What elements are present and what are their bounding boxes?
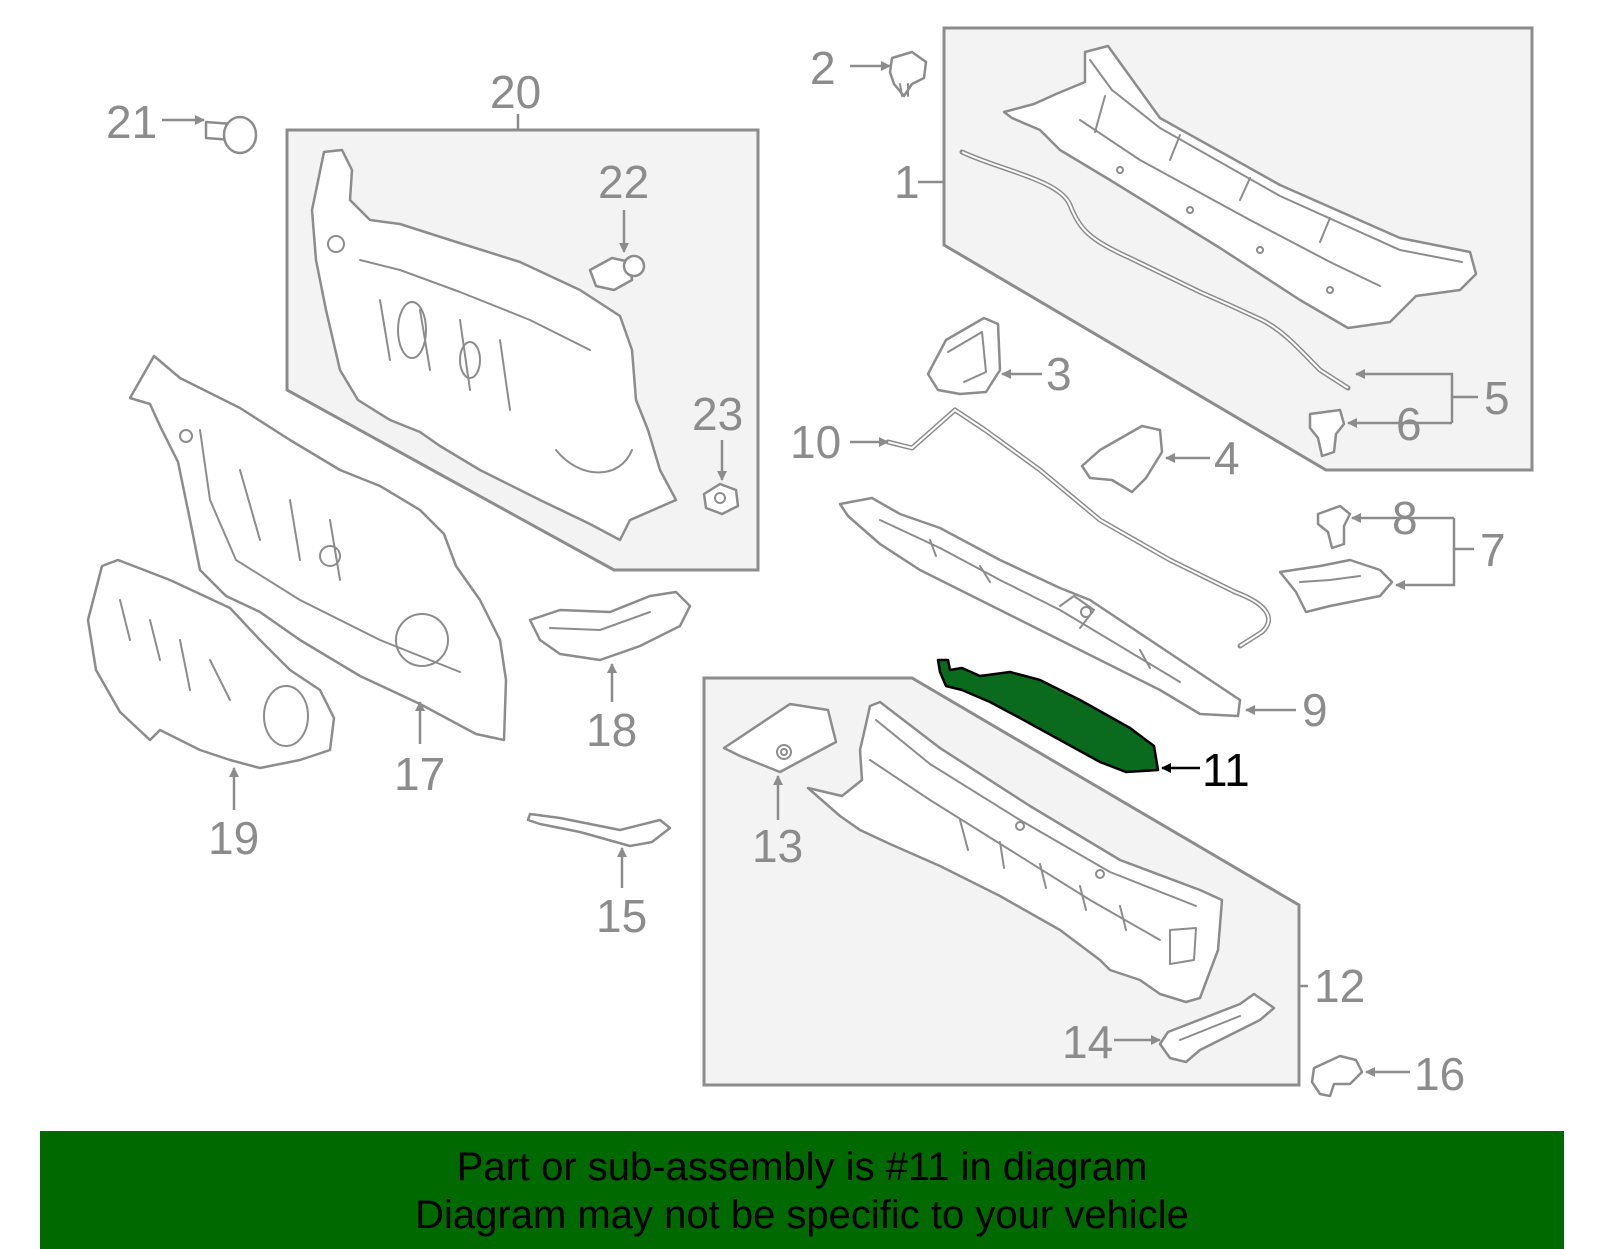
- callout-17: 17: [394, 748, 445, 800]
- callout-18: 18: [586, 704, 637, 756]
- part-18-bracket: [528, 590, 692, 662]
- banner-line-1: Part or sub-assembly is #11 in diagram: [456, 1145, 1148, 1189]
- callout-12: 12: [1314, 960, 1365, 1012]
- part-9-cowl-brace: [838, 496, 1242, 718]
- callout-2: 2: [810, 42, 836, 94]
- callout-6: 6: [1396, 398, 1422, 450]
- callout-labels: 2 1 3 4 5 6 7 8 9 10 11 12 13 14 15 16 1…: [106, 42, 1510, 1100]
- callout-7: 7: [1480, 524, 1506, 576]
- part-8-clip: [1316, 504, 1352, 550]
- part-22-clip: [588, 254, 646, 292]
- callout-20: 20: [490, 66, 541, 118]
- callout-9: 9: [1302, 684, 1328, 736]
- callout-3: 3: [1046, 348, 1072, 400]
- callout-16: 16: [1414, 1048, 1465, 1100]
- part-2-clip: [888, 50, 928, 98]
- callout-13: 13: [752, 820, 803, 872]
- callout-4: 4: [1214, 432, 1240, 484]
- callout-23: 23: [692, 388, 743, 440]
- part-16-clip: [1310, 1054, 1364, 1098]
- part-1-cowl-top-panel: [1002, 44, 1478, 330]
- part-14-bracket: [1158, 992, 1276, 1064]
- callout-14: 14: [1062, 1016, 1113, 1068]
- part-7-bracket: [1278, 558, 1394, 614]
- part-15-strip: [526, 812, 672, 848]
- part-19-insulator: [86, 558, 336, 770]
- callout-11-highlighted: 11: [1202, 744, 1250, 796]
- callout-5: 5: [1484, 372, 1510, 424]
- part-5-seal-inner: [961, 151, 1349, 389]
- part-6-clip: [1308, 408, 1346, 458]
- callout-10: 10: [790, 416, 841, 468]
- callout-22: 22: [598, 156, 649, 208]
- part-12-cowl-panel: [806, 700, 1224, 1004]
- part-21-bolt: [204, 115, 258, 155]
- callout-21: 21: [106, 96, 157, 148]
- part-13-bracket: [722, 702, 838, 774]
- part-4-bracket: [1080, 424, 1164, 494]
- part-17-dash-insulator: [128, 354, 508, 742]
- info-banner: Part or sub-assembly is #11 in diagram D…: [40, 1131, 1564, 1249]
- callout-8: 8: [1392, 492, 1418, 544]
- callout-15: 15: [596, 890, 647, 942]
- callout-1: 1: [894, 156, 920, 208]
- part-23-nut: [702, 482, 740, 516]
- part-11-cowl-reinforcement-highlighted: [936, 658, 1160, 774]
- leader-lines: [162, 61, 1478, 1077]
- part-20-dash-panel: [310, 148, 678, 542]
- banner-line-2: Diagram may not be specific to your vehi…: [415, 1193, 1189, 1237]
- callout-19: 19: [208, 812, 259, 864]
